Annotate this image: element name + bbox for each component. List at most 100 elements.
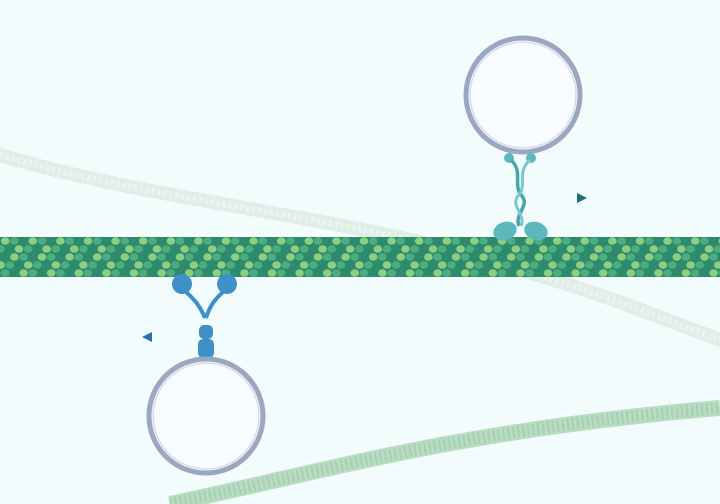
tubulin-subunit [424, 237, 433, 245]
tubulin-subunit [244, 245, 254, 253]
tubulin-subunit [562, 253, 571, 261]
tubulin-subunit [414, 253, 424, 261]
tubulin-subunit [470, 269, 479, 277]
tubulin-subunit [28, 253, 38, 261]
tubulin-subunit [42, 245, 51, 253]
tubulin-subunit [355, 245, 364, 253]
tubulin-subunit [594, 261, 603, 269]
tubulin-subunit [23, 261, 33, 269]
tubulin-subunit [23, 245, 33, 253]
tubulin-subunit [612, 261, 622, 269]
tubulin-subunit [695, 261, 705, 269]
tubulin-subunit [667, 261, 677, 269]
tubulin-subunit [672, 237, 682, 245]
tubulin-subunit [198, 245, 208, 253]
tubulin-subunit [631, 245, 640, 253]
tubulin-subunit [658, 245, 668, 253]
tubulin-subunit [644, 253, 654, 261]
tubulin-subunit [681, 253, 691, 261]
tubulin-subunit [451, 237, 461, 245]
tubulin-subunit [350, 237, 360, 245]
tubulin-subunit [667, 245, 677, 253]
tubulin-subunit [686, 245, 695, 253]
tubulin-subunit [10, 253, 19, 261]
tubulin-subunit [566, 261, 576, 269]
tubulin-subunit [180, 261, 189, 269]
tubulin-subunit [207, 245, 217, 253]
tubulin-subunit [529, 245, 539, 253]
tubulin-subunit [120, 253, 130, 261]
tubulin-subunit [111, 253, 120, 261]
tubulin-subunit [318, 245, 327, 253]
tubulin-subunit [166, 237, 176, 245]
tubulin-subunit [571, 269, 580, 277]
tubulin-subunit [244, 261, 254, 269]
tubulin-subunit [654, 237, 663, 245]
tubulin-subunit [414, 269, 424, 277]
tubulin-subunit [442, 237, 452, 245]
tubulin-subunit [709, 269, 718, 277]
tubulin-subunit [161, 245, 171, 253]
tubulin-subunit [189, 245, 199, 253]
tubulin-subunit [424, 253, 433, 261]
tubulin-subunit [672, 253, 682, 261]
tubulin-subunit [46, 237, 56, 245]
tubulin-subunit [60, 245, 70, 253]
tubulin-subunit [608, 253, 617, 261]
tubulin-subunit [194, 237, 203, 245]
tubulin-subunit [56, 253, 65, 261]
tubulin-subunit [677, 245, 686, 253]
tubulin-subunit [493, 261, 502, 269]
tubulin-subunit [322, 269, 332, 277]
tubulin-subunit [424, 269, 433, 277]
tubulin-subunit [690, 253, 700, 261]
tubulin-subunit [19, 269, 28, 277]
tubulin-subunit [175, 237, 185, 245]
tubulin-subunit [382, 245, 392, 253]
tubulin-subunit [56, 269, 65, 277]
tubulin-subunit [295, 253, 304, 261]
tubulin-subunit [368, 253, 378, 261]
tubulin-subunit [37, 269, 47, 277]
upper-vesicle-inner-ring [469, 41, 577, 149]
tubulin-subunit [456, 245, 465, 253]
tubulin-subunit [125, 261, 134, 269]
tubulin-subunit [548, 245, 557, 253]
tubulin-subunit [378, 237, 387, 245]
lower-cargo-group [142, 274, 266, 476]
tubulin-subunit [663, 237, 672, 245]
tubulin-subunit [557, 261, 567, 269]
tubulin-subunit [502, 245, 511, 253]
tubulin-subunit [157, 253, 166, 261]
tubulin-subunit [313, 269, 323, 277]
tubulin-subunit [37, 253, 47, 261]
tubulin-subunit [28, 237, 38, 245]
tubulin-subunit [672, 269, 682, 277]
tubulin-subunit [378, 253, 387, 261]
tubulin-subunit [506, 269, 516, 277]
tubulin-subunit [267, 237, 277, 245]
tubulin-subunit [470, 237, 479, 245]
tubulin-subunit [97, 261, 107, 269]
tubulin-subunit [152, 261, 162, 269]
tubulin-subunit [580, 269, 590, 277]
tubulin-subunit [299, 245, 309, 253]
tubulin-subunit [226, 261, 235, 269]
tubulin-subunit [258, 269, 268, 277]
tubulin-subunit [10, 237, 19, 245]
left-arrow-icon [142, 332, 152, 342]
tubulin-subunit [189, 261, 199, 269]
tubulin-subunit [364, 245, 373, 253]
tubulin-subunit [74, 253, 84, 261]
tubulin-subunit [327, 245, 337, 253]
tubulin-subunit [221, 253, 231, 261]
tubulin-subunit [249, 237, 258, 245]
tubulin-subunit [525, 269, 534, 277]
tubulin-subunit [203, 237, 212, 245]
tubulin-subunit [148, 237, 157, 245]
tubulin-subunit [207, 261, 217, 269]
tubulin-subunit [562, 269, 571, 277]
tubulin-subunit [598, 269, 608, 277]
upper-vesicle [463, 35, 583, 155]
upper-motor-head-right [524, 221, 548, 241]
